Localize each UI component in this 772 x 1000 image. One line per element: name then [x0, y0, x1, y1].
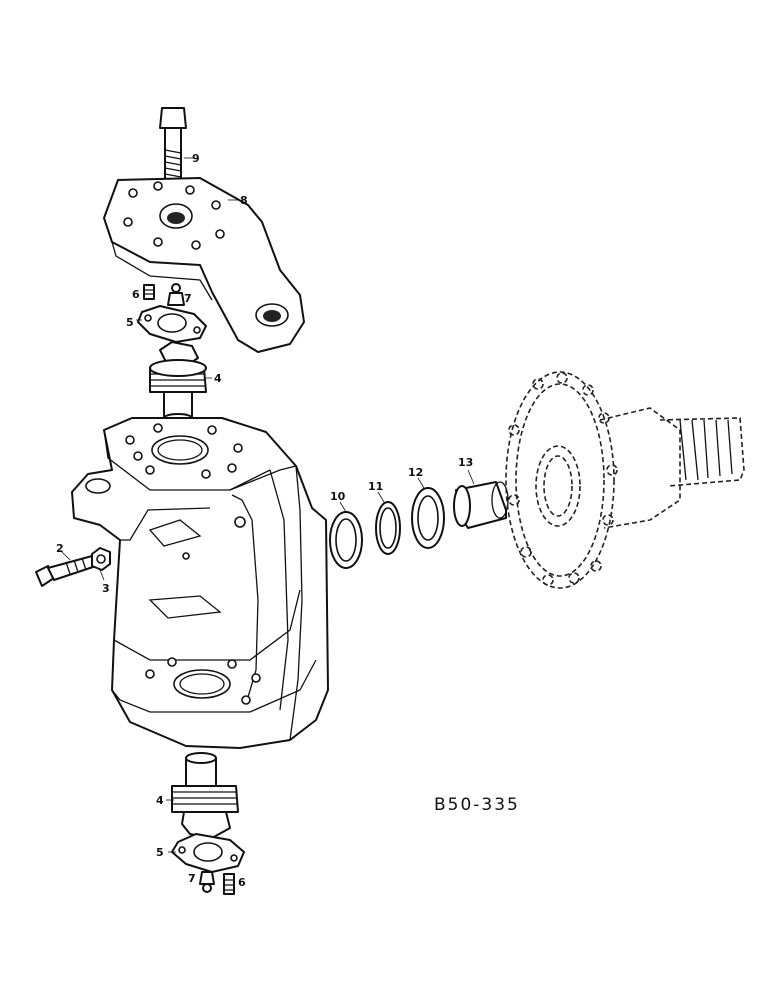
callout-6-top: 6 [132, 288, 140, 301]
screw-part-6-top [143, 284, 155, 300]
leader-lines [61, 157, 475, 853]
callout-6-bottom: 6 [238, 876, 246, 889]
seal-ring-part-10 [329, 511, 363, 569]
steering-arm-part-8 [103, 177, 305, 353]
lock-plate-part-5-top [137, 305, 207, 343]
callout-9: 9 [192, 152, 200, 165]
grease-fitting-part-7-top [167, 283, 185, 306]
nut-part-3 [91, 547, 111, 571]
spindle-reference-dashed [505, 371, 745, 589]
callout-10: 10 [330, 490, 346, 503]
callout-5-bottom: 5 [156, 846, 164, 859]
kingpin-bushing-part-4-bottom [171, 752, 239, 839]
bushing-part-13 [453, 481, 509, 529]
callout-12: 12 [408, 466, 423, 479]
callout-3: 3 [102, 582, 110, 595]
bearing-ring-part-12 [411, 487, 445, 549]
callout-11: 11 [368, 480, 383, 493]
callout-7-top: 7 [184, 292, 192, 305]
grease-fitting-part-7-bottom [199, 871, 215, 893]
bearing-ring-part-11 [375, 501, 401, 555]
callout-13: 13 [458, 456, 473, 469]
callout-2: 2 [56, 542, 64, 555]
screw-part-6-bottom [223, 873, 235, 895]
callout-8: 8 [240, 194, 248, 207]
lock-plate-part-5-bottom [171, 833, 245, 873]
callout-4-top: 4 [214, 372, 222, 385]
callout-7-bottom: 7 [188, 872, 196, 885]
reference-code: B50-335 [434, 795, 520, 815]
bolt-part-9 [159, 107, 187, 181]
steering-knuckle-housing [71, 417, 329, 749]
callout-4-bottom: 4 [156, 794, 164, 807]
bolt-part-2 [35, 555, 97, 587]
callout-5-top: 5 [126, 316, 134, 329]
kingpin-bushing-part-4-top [149, 341, 207, 423]
